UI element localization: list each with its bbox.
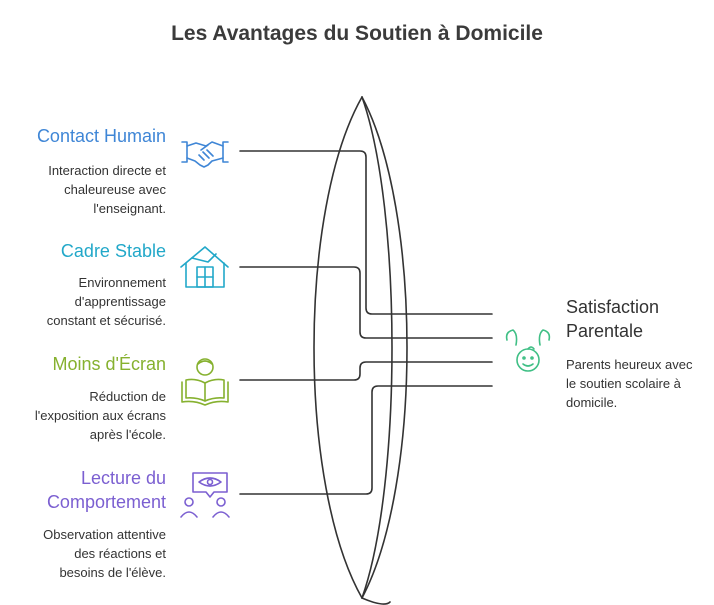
- desc-line: d'apprentissage: [74, 294, 166, 309]
- desc-line: chaleureuse avec: [64, 182, 166, 197]
- connector-cadre: [239, 266, 493, 339]
- title-line: Satisfaction: [566, 297, 660, 317]
- outcome-title: Satisfaction Parentale: [566, 295, 706, 343]
- item-desc-contact: Interaction directe et chaleureuse avec …: [0, 161, 166, 218]
- lens-front-edge: [361, 96, 408, 599]
- item-desc-cadre: Environnement d'apprentissage constant e…: [0, 273, 166, 330]
- item-desc-comportement: Observation attentive des réactions et b…: [0, 525, 166, 582]
- desc-line: après l'école.: [89, 427, 166, 442]
- desc-line: Observation attentive: [43, 527, 166, 542]
- lens-outer-edge: [313, 96, 363, 599]
- title-line: Lecture du: [80, 468, 166, 488]
- handshake-icon: [181, 141, 229, 168]
- desc-line: Environnement: [78, 275, 166, 290]
- desc-line: Parents heureux avec: [566, 357, 693, 372]
- connector-comportement: [239, 385, 493, 495]
- lens-back-edge: [361, 96, 393, 599]
- lens-bottom-rim: [361, 597, 391, 605]
- desc-line: besoins de l'élève.: [59, 565, 166, 580]
- desc-line: l'enseignant.: [93, 201, 166, 216]
- desc-line: l'exposition aux écrans: [34, 408, 166, 423]
- connector-contact: [239, 150, 493, 315]
- item-title-ecran: Moins d'Écran: [52, 354, 166, 374]
- title-line: Parentale: [566, 321, 644, 341]
- observation-eye-icon: [180, 472, 230, 518]
- reading-child-icon: [181, 358, 229, 406]
- item-desc-ecran: Réduction de l'exposition aux écrans apr…: [0, 387, 166, 444]
- happy-child-icon: [505, 329, 551, 372]
- desc-line: des réactions et: [74, 546, 166, 561]
- outcome-desc: Parents heureux avec le soutien scolaire…: [566, 355, 714, 412]
- item-title-cadre: Cadre Stable: [60, 241, 166, 261]
- desc-line: Interaction directe et: [48, 163, 166, 178]
- house-icon: [180, 246, 229, 288]
- diagram-title: Les Avantages du Soutien à Domicile: [171, 22, 543, 45]
- title-line: Comportement: [46, 492, 166, 512]
- connector-ecran: [239, 361, 493, 381]
- item-title-comportement: Lecture du Comportement: [0, 466, 166, 514]
- desc-line: constant et sécurisé.: [46, 313, 166, 328]
- desc-line: le soutien scolaire à: [566, 376, 681, 391]
- desc-line: Réduction de: [89, 389, 166, 404]
- desc-line: domicile.: [566, 395, 618, 410]
- item-title-contact: Contact Humain: [36, 126, 166, 146]
